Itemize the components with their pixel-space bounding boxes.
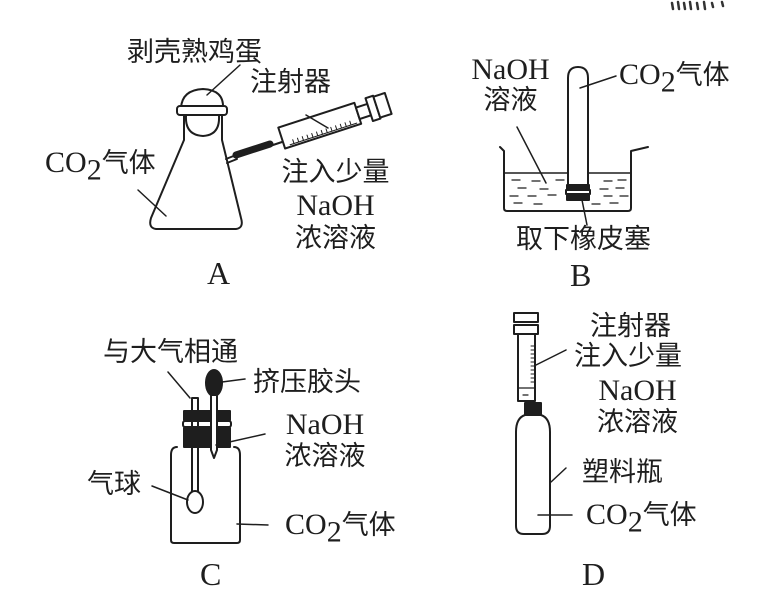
label-co2-gas-d: CO2气体 [586, 498, 697, 539]
leader-syringe [305, 114, 329, 129]
panel-c-apparatus [151, 369, 269, 544]
leader-egg [206, 64, 241, 96]
balloon-icon [186, 490, 204, 514]
panel-letter-c: C [200, 556, 222, 592]
leader-gas-c [236, 523, 269, 526]
label-co2-gas-a: CO2气体 [45, 146, 156, 187]
plastic-bottle [515, 414, 551, 535]
label-co2-gas-b: CO2气体 [619, 58, 730, 99]
leader-gas-b [579, 75, 617, 89]
label-plastic-bottle: 塑料瓶 [582, 457, 663, 488]
leader-solution-b [516, 126, 547, 184]
panel-b-apparatus [499, 66, 649, 226]
leader-balloon [151, 485, 189, 501]
bottle-cap-d [524, 402, 542, 416]
label-naoh-solution-c: NaOH 浓溶液 [284, 408, 366, 472]
label-syringe-a: 注射器 [250, 67, 331, 98]
label-inject-naoh-a: 注入少量 NaOH 浓溶液 [281, 157, 390, 254]
label-inject-d-line1: 注入少量 [574, 341, 682, 372]
vent-tube [191, 397, 199, 494]
label-remove-stopper: 取下橡皮塞 [516, 224, 651, 255]
leader-gas-a [137, 189, 167, 217]
label-vent-to-atmosphere: 与大气相通 [103, 337, 238, 368]
rubber-connector [232, 140, 274, 159]
panel-letter-d: D [582, 556, 606, 592]
dropper-tube [210, 395, 218, 459]
beaker [499, 146, 649, 212]
test-tube [567, 66, 589, 185]
label-balloon: 气球 [87, 469, 141, 500]
label-inject-d-naoh: NaOH 浓溶液 [597, 374, 678, 438]
label-squeeze-bulb: 挤压胶头 [253, 367, 361, 398]
leader-inject-d [535, 349, 567, 366]
liquid-dashes [509, 179, 629, 205]
panel-letter-a: A [207, 255, 231, 291]
leader-solution-c [215, 433, 266, 446]
flask-rim [176, 105, 228, 116]
panel-letter-b: B [570, 257, 592, 293]
leader-bottle [550, 467, 567, 483]
conical-flask [149, 111, 243, 230]
peeled-egg-icon [180, 88, 225, 109]
panel-d-apparatus [513, 312, 573, 535]
dropper-bulb-icon [205, 369, 223, 397]
wide-mouth-bottle [170, 446, 241, 544]
rubber-stopper-c [183, 410, 231, 421]
label-peeled-egg: 剥壳熟鸡蛋 [127, 37, 262, 68]
panel-a-apparatus [137, 64, 393, 230]
leader-stopper [581, 199, 588, 226]
label-co2-gas-c: CO2气体 [285, 508, 396, 549]
label-syringe-d: 注射器 [590, 311, 671, 342]
label-naoh-solution-b: NaOH 溶液 [471, 53, 550, 116]
leader-dropper [221, 378, 246, 383]
leader-vent [167, 371, 191, 399]
syringe-icon [277, 91, 393, 150]
syringe-plunger-cap [513, 312, 539, 323]
syringe-barrel-d [517, 333, 536, 402]
scan-artifact [670, 0, 725, 11]
